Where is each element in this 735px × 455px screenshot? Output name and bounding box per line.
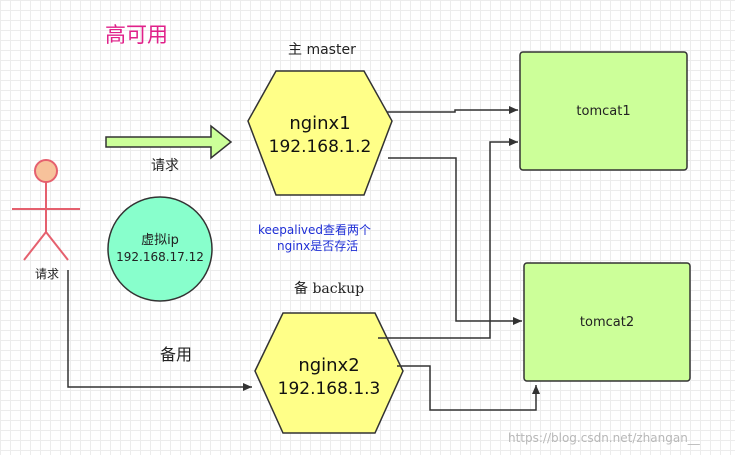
nginx2-name: nginx2 — [298, 355, 360, 376]
user-label: 请求 — [35, 267, 60, 281]
connector-nginx2-tomcat2 — [397, 365, 540, 411]
nginx1-hexagon — [247, 70, 393, 196]
keepalived-note-line2: nginx是否存活 — [277, 239, 359, 253]
tomcat2-label: tomcat2 — [579, 315, 635, 330]
tomcat2-box — [523, 262, 691, 382]
user-icon — [12, 159, 80, 261]
request-arrow-label: 请求 — [151, 158, 179, 174]
nginx2-ip: 192.168.1.3 — [277, 379, 381, 399]
page-title: 高可用 — [105, 23, 168, 47]
tomcat1-label: tomcat1 — [576, 104, 631, 119]
watermark: https://blog.csdn.net/zhangan__ — [508, 431, 700, 445]
virtual-ip-address: 192.168.17.12 — [116, 250, 204, 264]
connector-nginx2-tomcat1 — [378, 138, 518, 339]
request-block-arrow — [105, 124, 233, 160]
connector-nginx1-tomcat2 — [388, 157, 522, 325]
backup-caption: 备 backup — [294, 281, 365, 297]
keepalived-note-line1: keepalived查看两个 — [258, 223, 372, 237]
master-caption: 主 master — [288, 42, 356, 58]
connector-nginx1-tomcat1 — [387, 106, 518, 114]
tomcat1-box — [519, 51, 688, 171]
standby-label: 备用 — [160, 345, 193, 364]
nginx2-hexagon — [254, 312, 404, 434]
nginx1-name: nginx1 — [289, 113, 351, 134]
virtual-ip-title: 虚拟ip — [141, 233, 179, 248]
virtual-ip-circle — [107, 196, 213, 302]
nginx1-ip: 192.168.1.2 — [268, 137, 372, 157]
connector-user-nginx2 — [67, 270, 252, 391]
